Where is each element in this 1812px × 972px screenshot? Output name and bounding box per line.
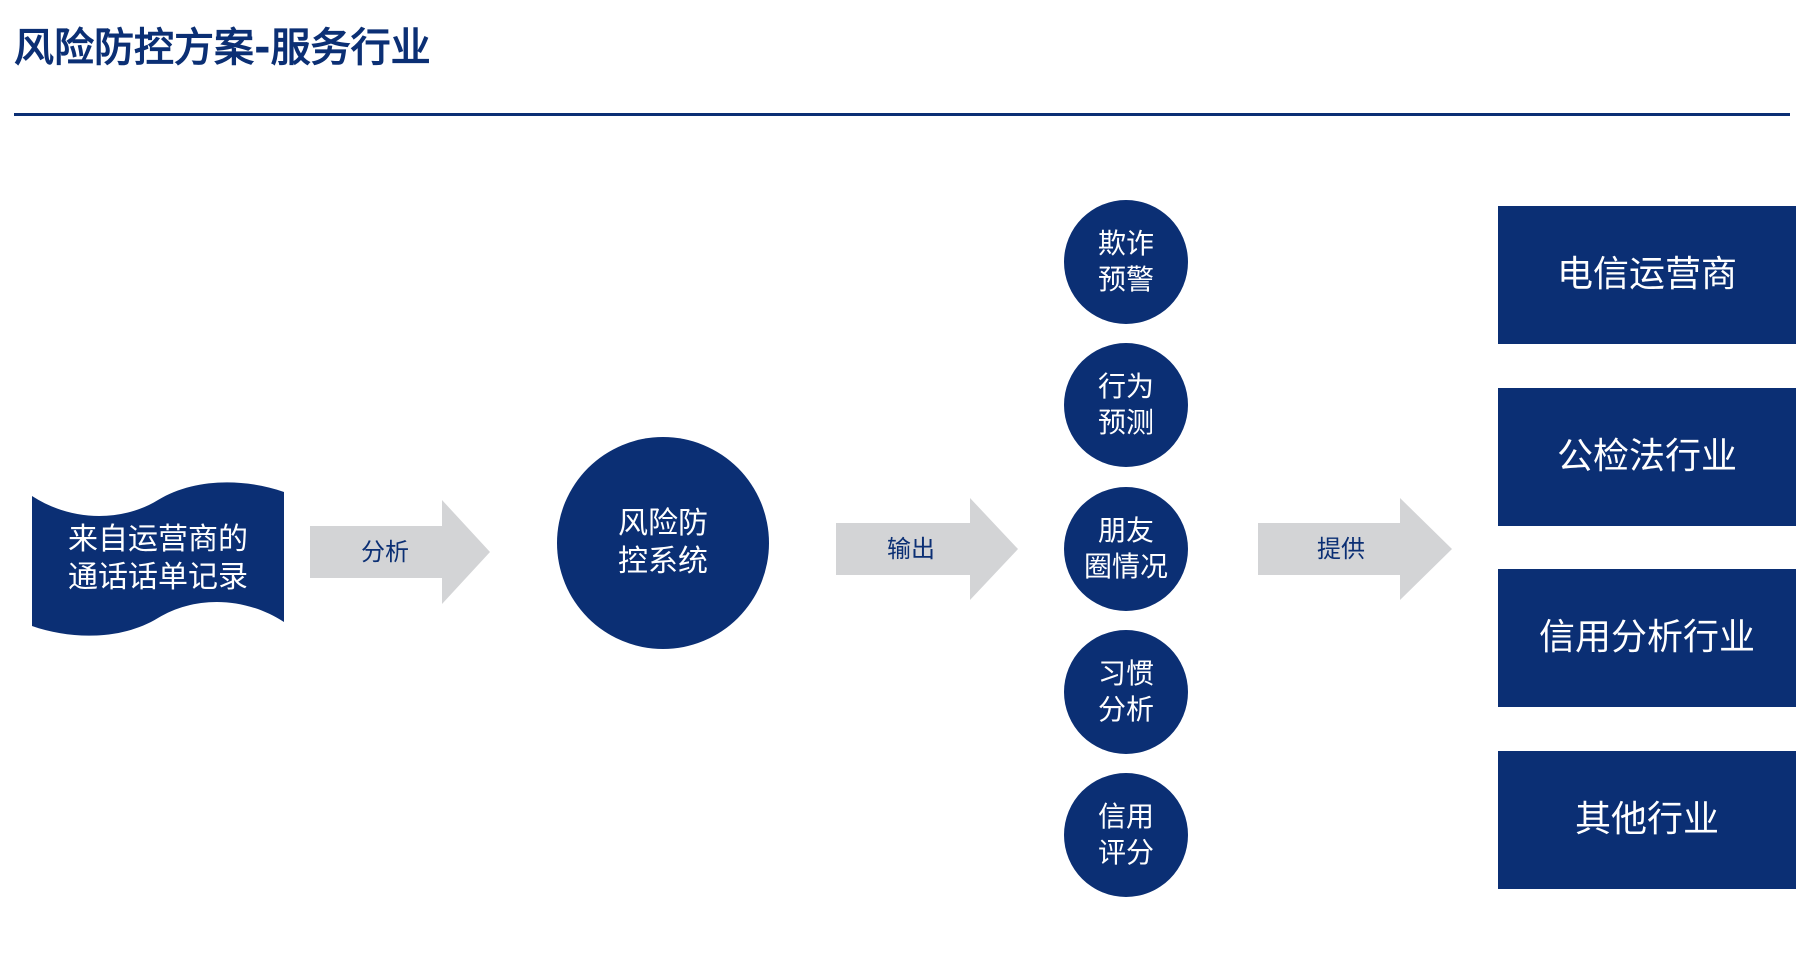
output-circle-habit-analysis: 习惯 分析 [1064,630,1188,754]
output-circle-fraud-warning: 欺诈 预警 [1064,200,1188,324]
page-title: 风险防控方案-服务行业 [14,25,431,71]
wave-document-icon [32,482,284,636]
core-system-circle: 风险防 控系统 [557,437,769,649]
industry-box-telecom: 电信运营商 [1498,206,1796,344]
output-circle-credit-score: 信用 评分 [1064,773,1188,897]
industry-box-credit-analysis: 信用分析行业 [1498,569,1796,707]
arrow-label-provide: 提供 [1317,535,1365,563]
right-arrow-icon [310,500,490,604]
industry-box-public-security: 公检法行业 [1498,388,1796,526]
right-arrow-icon [836,498,1018,600]
industry-box-other: 其他行业 [1498,751,1796,889]
arrow-analyze: 分析 [310,500,490,604]
arrow-label-output: 输出 [887,535,935,563]
right-arrow-icon [1258,498,1452,600]
source-document-shape: 来自运营商的 通话话单记录 [32,478,284,640]
arrow-provide: 提供 [1258,498,1452,600]
output-circle-behavior-prediction: 行为 预测 [1064,343,1188,467]
output-circle-social-circle: 朋友 圈情况 [1064,487,1188,611]
arrow-label-analyze: 分析 [361,538,409,566]
arrow-output: 输出 [836,498,1018,600]
title-divider [14,113,1790,116]
source-label: 来自运营商的 通话话单记录 [68,522,248,595]
